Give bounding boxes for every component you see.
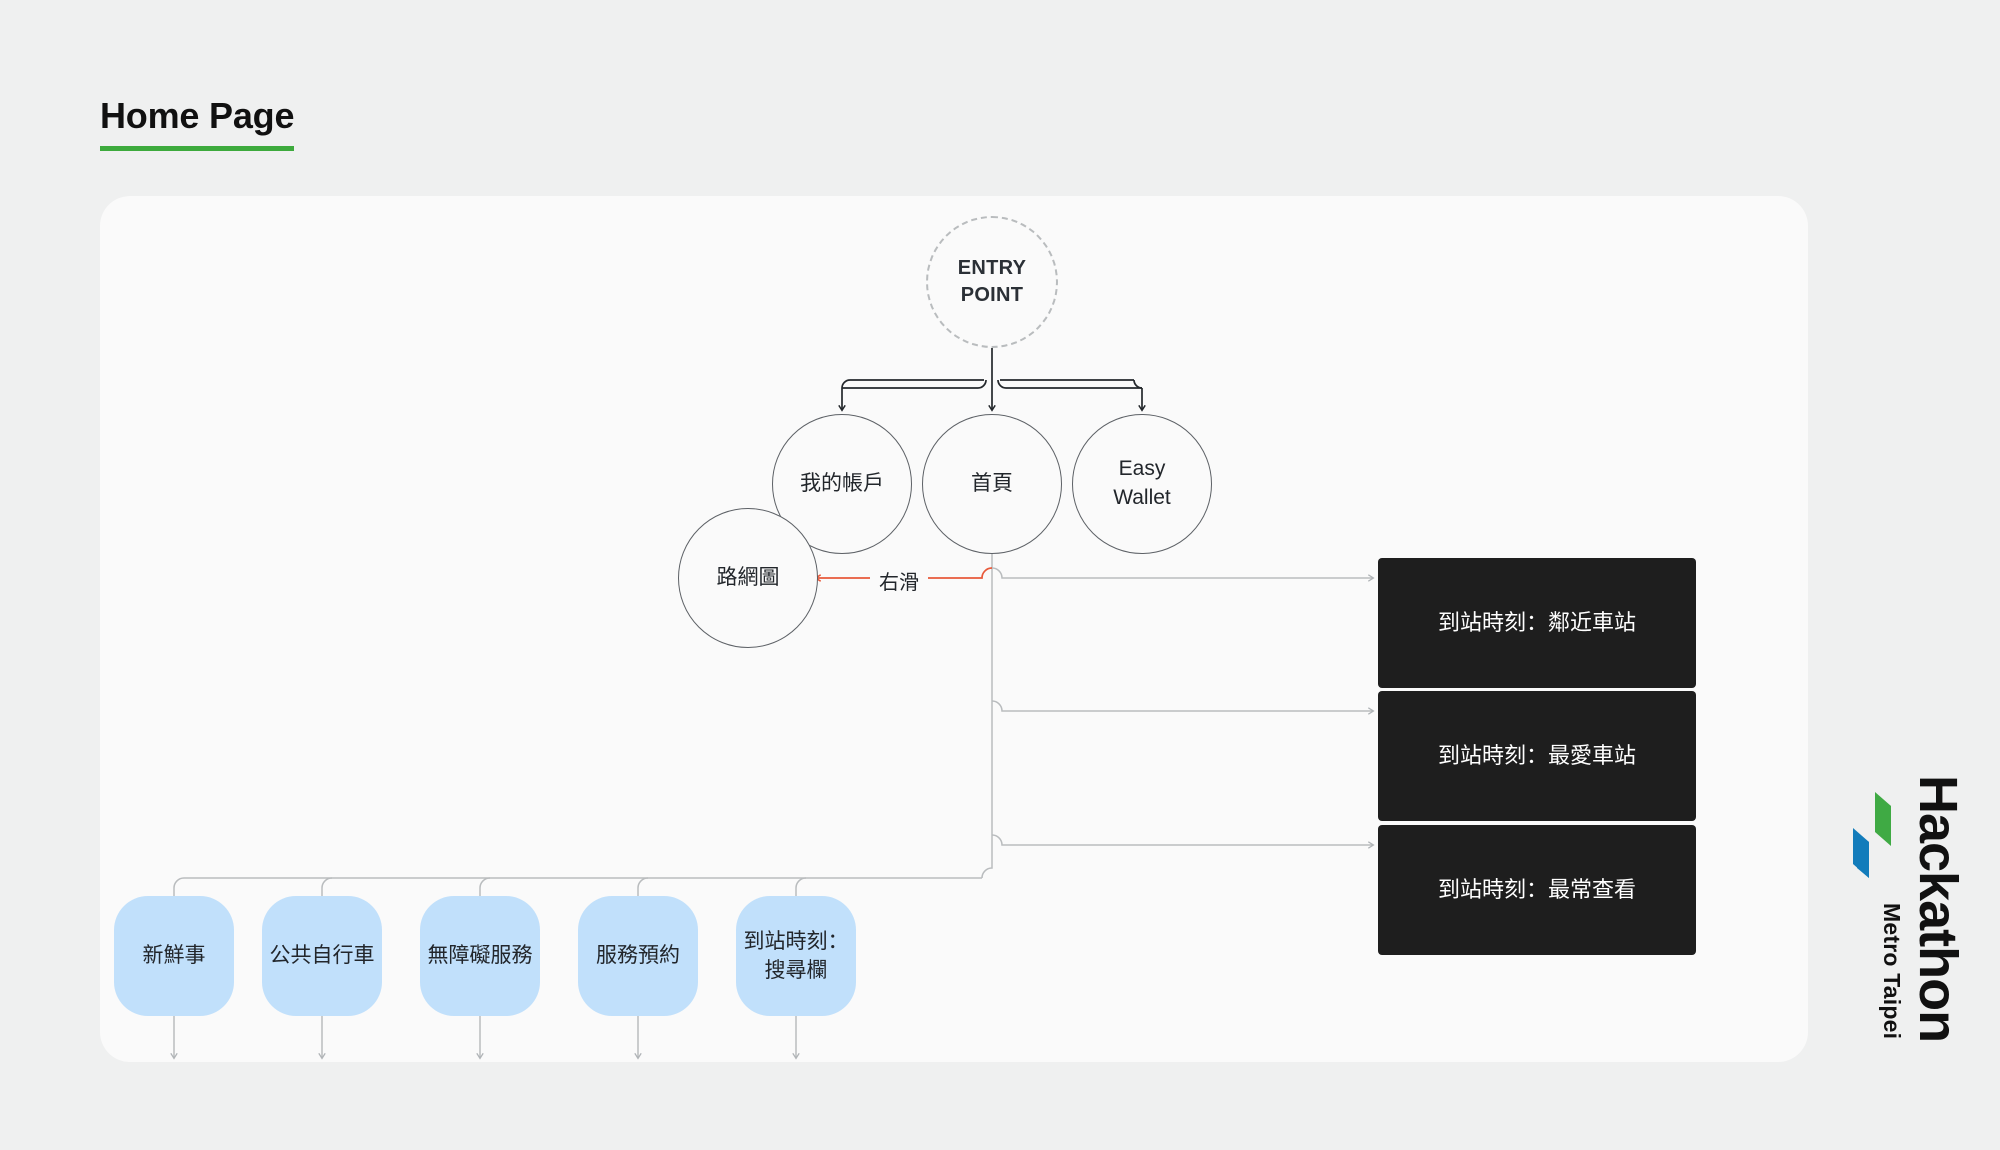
node-arrival-search-label-line1: 到站時刻： bbox=[743, 929, 849, 953]
node-arrival-favorite-station[interactable]: 到站時刻：最愛車站 bbox=[1378, 691, 1696, 821]
node-home-label: 首頁 bbox=[971, 471, 1013, 495]
node-accessible-service[interactable]: 無障礙服務 bbox=[420, 896, 540, 1016]
edge-label-swipe-right-text: 右滑 bbox=[879, 572, 919, 594]
node-entry-point[interactable]: ENTRY POINT bbox=[926, 216, 1058, 348]
node-arrival-favorite-station-label: 到站時刻：最愛車站 bbox=[1437, 742, 1636, 768]
page-title: Home Page bbox=[100, 95, 295, 136]
node-service-booking-label: 服務預約 bbox=[596, 944, 680, 968]
brand-metro-taipei-text: Metro Taipei bbox=[1879, 903, 1905, 1040]
entry-point-label-line1: ENTRY bbox=[957, 257, 1027, 279]
node-easy-wallet-label-line1: Easy bbox=[1118, 457, 1166, 481]
node-arrival-most-viewed-label: 到站時刻：最常查看 bbox=[1437, 876, 1636, 902]
node-easy-wallet-label-line2: Wallet bbox=[1113, 486, 1171, 509]
node-accessible-service-label: 無障礙服務 bbox=[427, 944, 533, 968]
node-route-map-label: 路網圖 bbox=[716, 565, 780, 589]
page-title-block: Home Page bbox=[100, 98, 294, 151]
node-arrival-search-label-line2: 搜尋欄 bbox=[764, 959, 828, 982]
title-underline bbox=[100, 146, 295, 151]
entry-point-label-line2: POINT bbox=[960, 284, 1024, 306]
edge-label-swipe-right: 右滑 bbox=[870, 566, 928, 595]
brand-hackathon-text: Hackathon bbox=[1908, 775, 1968, 1043]
node-public-bike[interactable]: 公共自行車 bbox=[262, 896, 382, 1016]
node-my-account-label: 我的帳戶 bbox=[800, 471, 884, 495]
node-news-label: 新鮮事 bbox=[142, 944, 206, 968]
node-arrival-search[interactable]: 到站時刻： 搜尋欄 bbox=[736, 896, 856, 1016]
node-arrival-most-viewed[interactable]: 到站時刻：最常查看 bbox=[1378, 825, 1696, 955]
metro-taipei-logo-icon bbox=[1853, 792, 1891, 878]
node-arrival-nearby-station-label: 到站時刻：鄰近車站 bbox=[1437, 609, 1636, 635]
node-service-booking[interactable]: 服務預約 bbox=[578, 896, 698, 1016]
node-route-map[interactable]: 路網圖 bbox=[678, 508, 818, 648]
brand-logo: Hackathon Metro Taipei bbox=[1853, 775, 1968, 1105]
diagram-card: ENTRY POINT 我的帳戶 首頁 Easy Wallet 路網圖 右滑 新… bbox=[100, 196, 1808, 1062]
node-news-box[interactable]: 新鮮事 bbox=[114, 896, 234, 1016]
node-public-bike-label: 公共自行車 bbox=[269, 944, 375, 968]
node-arrival-nearby-station[interactable]: 到站時刻：鄰近車站 bbox=[1378, 558, 1696, 688]
node-easy-wallet[interactable]: Easy Wallet bbox=[1072, 414, 1212, 554]
node-home[interactable]: 首頁 bbox=[922, 414, 1062, 554]
